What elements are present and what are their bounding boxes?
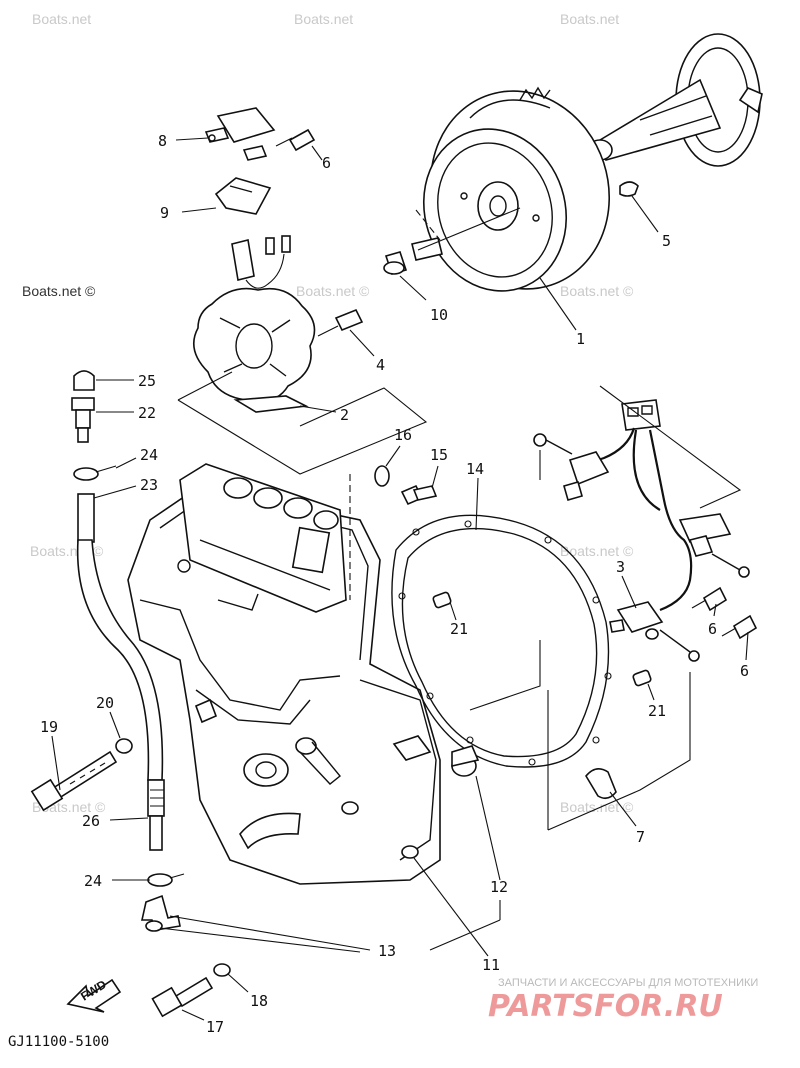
callout-9: 9	[160, 204, 169, 222]
washer-20	[115, 738, 133, 754]
clamp-24-lower	[147, 873, 173, 887]
watermark: Boats.net ©	[560, 543, 634, 559]
callout-3: 3	[616, 558, 625, 576]
watermark: Boats.net	[32, 11, 91, 27]
clamp-7	[585, 768, 617, 800]
callouts: 8 6 9 5 10 1 4 25 22 2 16 15 14 24 23 3 …	[40, 132, 749, 1036]
leader-lines	[51, 137, 749, 1021]
stator-group	[177, 107, 441, 475]
cap-25	[73, 370, 95, 391]
fitting-22	[71, 397, 95, 411]
callout-16: 16	[394, 426, 412, 444]
elbow-fitting	[141, 894, 181, 931]
washer-16	[374, 465, 390, 487]
pipe-23	[77, 493, 95, 543]
stator-tray-outline	[177, 387, 428, 475]
callout-15: 15	[430, 446, 448, 464]
rotor-teeth	[469, 86, 551, 119]
bolt-10	[411, 237, 443, 261]
cover-body	[127, 485, 441, 885]
callout-2: 2	[340, 406, 349, 424]
stator-coupler	[231, 239, 255, 281]
fwd-arrow-icon	[66, 978, 122, 1013]
callout-5: 5	[662, 232, 671, 250]
stator	[192, 287, 316, 403]
crankcase-cover	[127, 463, 441, 885]
watermark: Boats.net ©	[296, 283, 370, 299]
rotor-assembly	[383, 33, 763, 292]
callout-26: 26	[82, 812, 100, 830]
callout-23: 23	[140, 476, 158, 494]
watermark: Boats.net ©	[560, 283, 634, 299]
screw-6	[288, 128, 316, 152]
screw-6-upper	[702, 586, 728, 612]
callout-6: 6	[740, 662, 749, 680]
bolt-4	[334, 308, 364, 332]
bottom-group: FWD	[66, 745, 480, 1018]
callout-24: 24	[140, 446, 158, 464]
ring-terminal	[533, 433, 547, 447]
callout-7: 7	[636, 828, 645, 846]
callout-14: 14	[466, 460, 484, 478]
callout-20: 20	[96, 694, 114, 712]
callout-4: 4	[376, 356, 385, 374]
watermark: Boats.net ©	[22, 283, 96, 299]
callout-11: 11	[482, 956, 500, 974]
screw-6-lower	[732, 614, 758, 640]
callout-25: 25	[138, 372, 156, 390]
callout-18: 18	[250, 992, 268, 1010]
watermark: Boats.net ©	[560, 799, 634, 815]
watermark: Boats.net	[560, 11, 619, 27]
gasket-14	[391, 514, 610, 768]
callout-22: 22	[138, 404, 156, 422]
brand-subtitle: ЗАПЧАСТИ И АКСЕССУАРЫ ДЛЯ МОТОТЕХНИКИ	[498, 977, 758, 989]
pickup-group	[533, 385, 758, 831]
callout-6: 6	[322, 154, 331, 172]
gasket-holes	[398, 520, 612, 766]
callout-19: 19	[40, 718, 58, 736]
pickup-coil	[616, 601, 664, 633]
callout-8: 8	[158, 132, 167, 150]
gasket-group	[349, 465, 652, 768]
watermark: Boats.net	[294, 11, 353, 27]
lead-cover	[216, 107, 276, 143]
holder-9	[214, 177, 272, 215]
washer-18	[213, 963, 231, 977]
callout-21: 21	[648, 702, 666, 720]
dowel-21-lower	[632, 669, 652, 687]
boss	[243, 753, 289, 787]
callout-12: 12	[490, 878, 508, 896]
drawing-code: GJ11100-5100	[8, 1034, 109, 1050]
bolt-17	[174, 976, 214, 1008]
dowel-21-upper	[432, 591, 452, 609]
callout-6: 6	[708, 620, 717, 638]
callout-13: 13	[378, 942, 396, 960]
callout-10: 10	[430, 306, 448, 324]
callout-17: 17	[206, 1018, 224, 1036]
callout-21: 21	[450, 620, 468, 638]
brand-logo: PARTSFOR.RU	[488, 989, 723, 1024]
clamp-24-upper	[73, 467, 99, 481]
breather-hose-group	[30, 370, 185, 932]
woodruff-key	[619, 181, 639, 197]
callout-24: 24	[84, 872, 102, 890]
callout-1: 1	[576, 330, 585, 348]
